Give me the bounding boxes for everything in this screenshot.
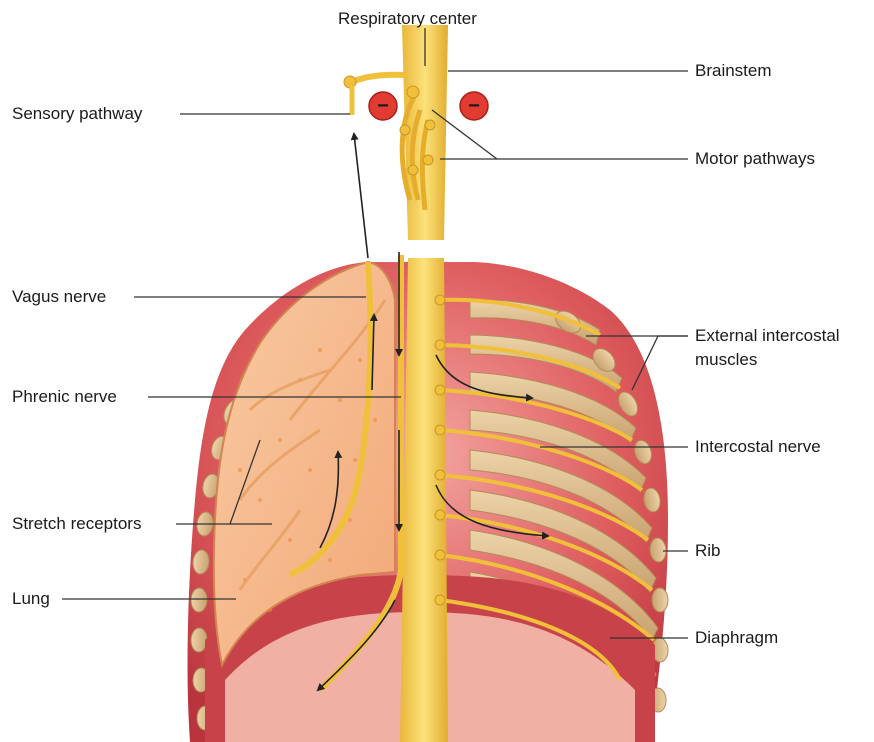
label-diaphragm: Diaphragm: [695, 627, 778, 649]
inhibition-right-minus: −: [468, 95, 480, 117]
label-external-intercostal-line1: External intercostal: [695, 325, 840, 347]
inhibition-right: −: [460, 92, 488, 120]
label-sensory-pathway: Sensory pathway: [12, 103, 142, 125]
inhibition-left: −: [369, 92, 397, 120]
label-phrenic-nerve: Phrenic nerve: [12, 386, 117, 408]
sensory-nerve: [352, 75, 405, 82]
label-external-intercostal-line2: muscles: [695, 349, 757, 371]
label-stretch-receptors: Stretch receptors: [12, 513, 141, 535]
label-intercostal-nerve: Intercostal nerve: [695, 436, 821, 458]
spinal-cord-shape: [400, 258, 448, 742]
label-vagus-nerve: Vagus nerve: [12, 286, 106, 308]
label-lung: Lung: [12, 588, 50, 610]
label-brainstem: Brainstem: [695, 60, 772, 82]
label-motor-pathways: Motor pathways: [695, 148, 815, 170]
inhibition-left-minus: −: [377, 95, 389, 117]
label-rib: Rib: [695, 540, 721, 562]
label-respiratory-center: Respiratory center: [338, 8, 477, 30]
sensory-arrow: [354, 134, 368, 258]
